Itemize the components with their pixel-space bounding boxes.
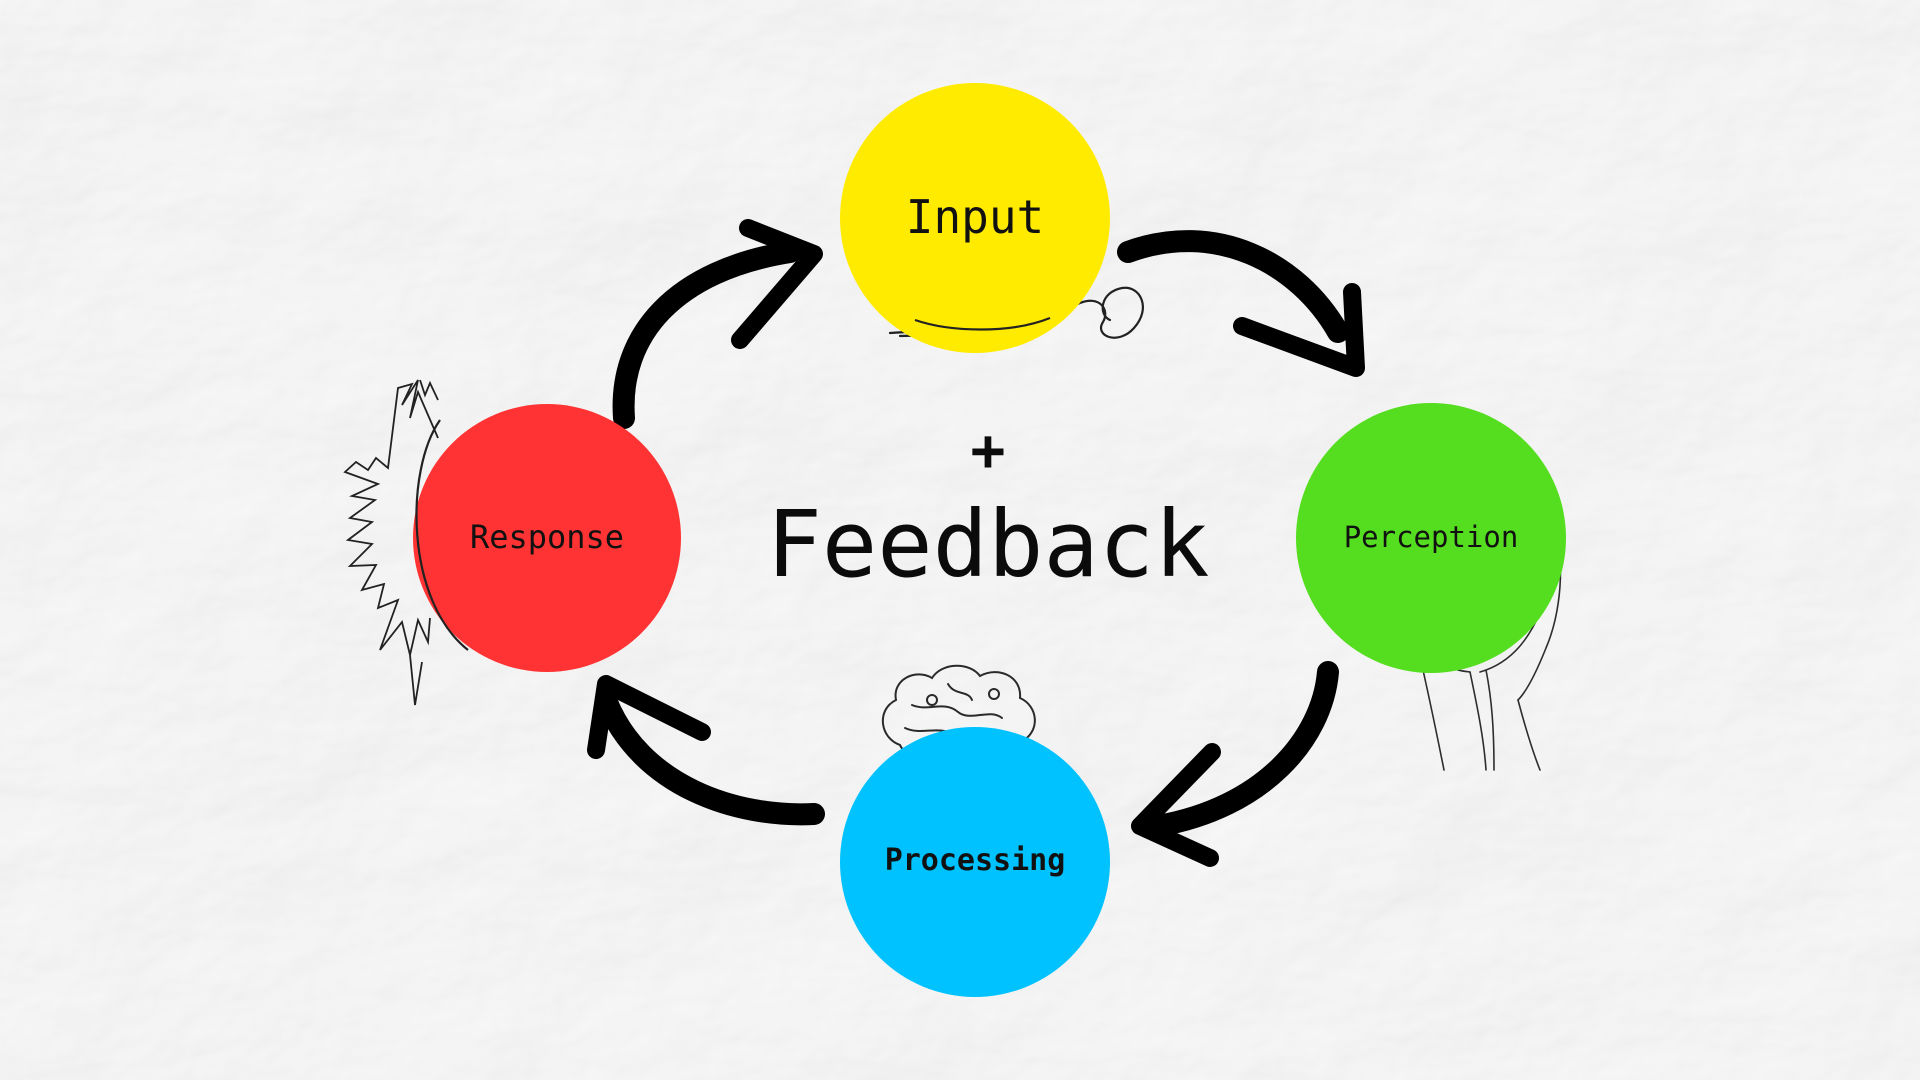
arrow-processing-to-response — [587, 675, 825, 826]
node-processing-label: Processing — [885, 843, 1066, 878]
center-plus: + — [971, 416, 1006, 484]
arrow-input-to-perception — [1117, 230, 1365, 377]
node-perception: Perception — [1296, 403, 1566, 673]
arrow-response-to-input — [612, 219, 823, 429]
node-perception-label: Perception — [1344, 520, 1519, 554]
cycle-arrows — [587, 219, 1365, 867]
node-processing: Processing — [840, 727, 1110, 997]
node-input: Input — [840, 83, 1110, 353]
center-title: Feedback — [766, 491, 1209, 598]
arrow-perception-to-processing — [1131, 661, 1339, 867]
node-response-circle — [413, 404, 681, 672]
burst-doodle — [343, 379, 439, 706]
input-underline-doodle — [914, 316, 1051, 331]
node-input-label: Input — [906, 190, 1044, 244]
node-input-circle — [840, 83, 1110, 353]
node-response: Response — [413, 404, 681, 672]
response-rim-doodle — [415, 419, 469, 651]
node-perception-circle — [1296, 403, 1566, 673]
node-processing-circle — [840, 727, 1110, 997]
node-response-label: Response — [470, 518, 624, 556]
